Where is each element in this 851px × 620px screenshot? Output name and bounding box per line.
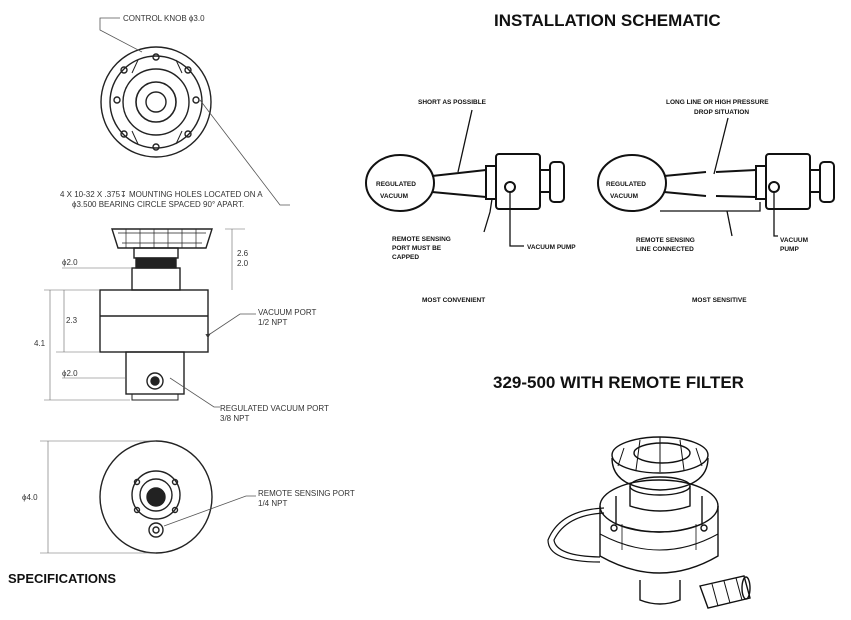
vacuum-port-label: VACUUM PORT	[258, 308, 316, 317]
dim-overall-4-1: 4.1	[34, 339, 46, 348]
remote-sensing-connected-2: LINE CONNECTED	[636, 246, 694, 253]
dim-diameter-4-0: ϕ4.0	[22, 493, 38, 502]
regulated-vacuum-right-2: VACUUM	[610, 193, 638, 200]
schematic-most-convenient	[365, 109, 565, 247]
top-view-drawing	[100, 46, 212, 158]
regulator-with-filter-illustration	[547, 436, 751, 609]
long-line-label-1: LONG LINE OR HIGH PRESSURE	[666, 99, 769, 106]
remote-sensing-capped-3: CAPPED	[392, 254, 419, 261]
short-as-possible-label: SHORT AS POSSIBLE	[418, 99, 487, 106]
vacuum-port-size: 1/2 NPT	[258, 318, 287, 327]
dim-diameter-neck: ϕ2.0	[62, 258, 78, 267]
remote-sensing-capped-2: PORT MUST BE	[392, 245, 442, 252]
most-convenient-caption: MOST CONVENIENT	[422, 297, 485, 304]
dim-height-2-0: 2.0	[237, 259, 249, 268]
specifications-heading: SPECIFICATIONS	[8, 571, 116, 586]
schematic-title: INSTALLATION SCHEMATIC	[494, 11, 721, 30]
regulated-port-label: REGULATED VACUUM PORT	[220, 404, 329, 413]
schematic-most-sensitive	[597, 117, 835, 237]
side-view-drawing	[99, 228, 213, 401]
mounting-holes-label: 4 X 10-32 X .375↧ MOUNTING HOLES LOCATED…	[60, 190, 263, 199]
bottom-view-drawing	[99, 440, 213, 554]
bearing-circle-label: ϕ3.500 BEARING CIRCLE SPACED 90° APART.	[72, 200, 244, 209]
regulated-vacuum-left-1: REGULATED	[376, 181, 416, 188]
remote-port-size: 1/4 NPT	[258, 499, 287, 508]
dim-body-2-3: 2.3	[66, 316, 78, 325]
vacuum-pump-left: VACUUM PUMP	[527, 244, 576, 251]
long-line-label-2: DROP SITUATION	[694, 109, 749, 116]
remote-sensing-connected-1: REMOTE SENSING	[636, 237, 695, 244]
vacuum-pump-right-2: PUMP	[780, 246, 799, 253]
control-knob-label: CONTROL KNOB ϕ3.0	[123, 14, 205, 23]
remote-sensing-capped-1: REMOTE SENSING	[392, 236, 451, 243]
most-sensitive-caption: MOST SENSITIVE	[692, 297, 747, 304]
regulated-port-size: 3/8 NPT	[220, 414, 249, 423]
regulated-vacuum-left-2: VACUUM	[380, 193, 408, 200]
vacuum-pump-right-1: VACUUM	[780, 237, 808, 244]
remote-port-label: REMOTE SENSING PORT	[258, 489, 355, 498]
dim-height-2-6: 2.6	[237, 249, 249, 258]
filter-title: 329-500 WITH REMOTE FILTER	[493, 373, 744, 392]
dim-diameter-port: ϕ2.0	[62, 369, 78, 378]
regulated-vacuum-right-1: REGULATED	[606, 181, 646, 188]
